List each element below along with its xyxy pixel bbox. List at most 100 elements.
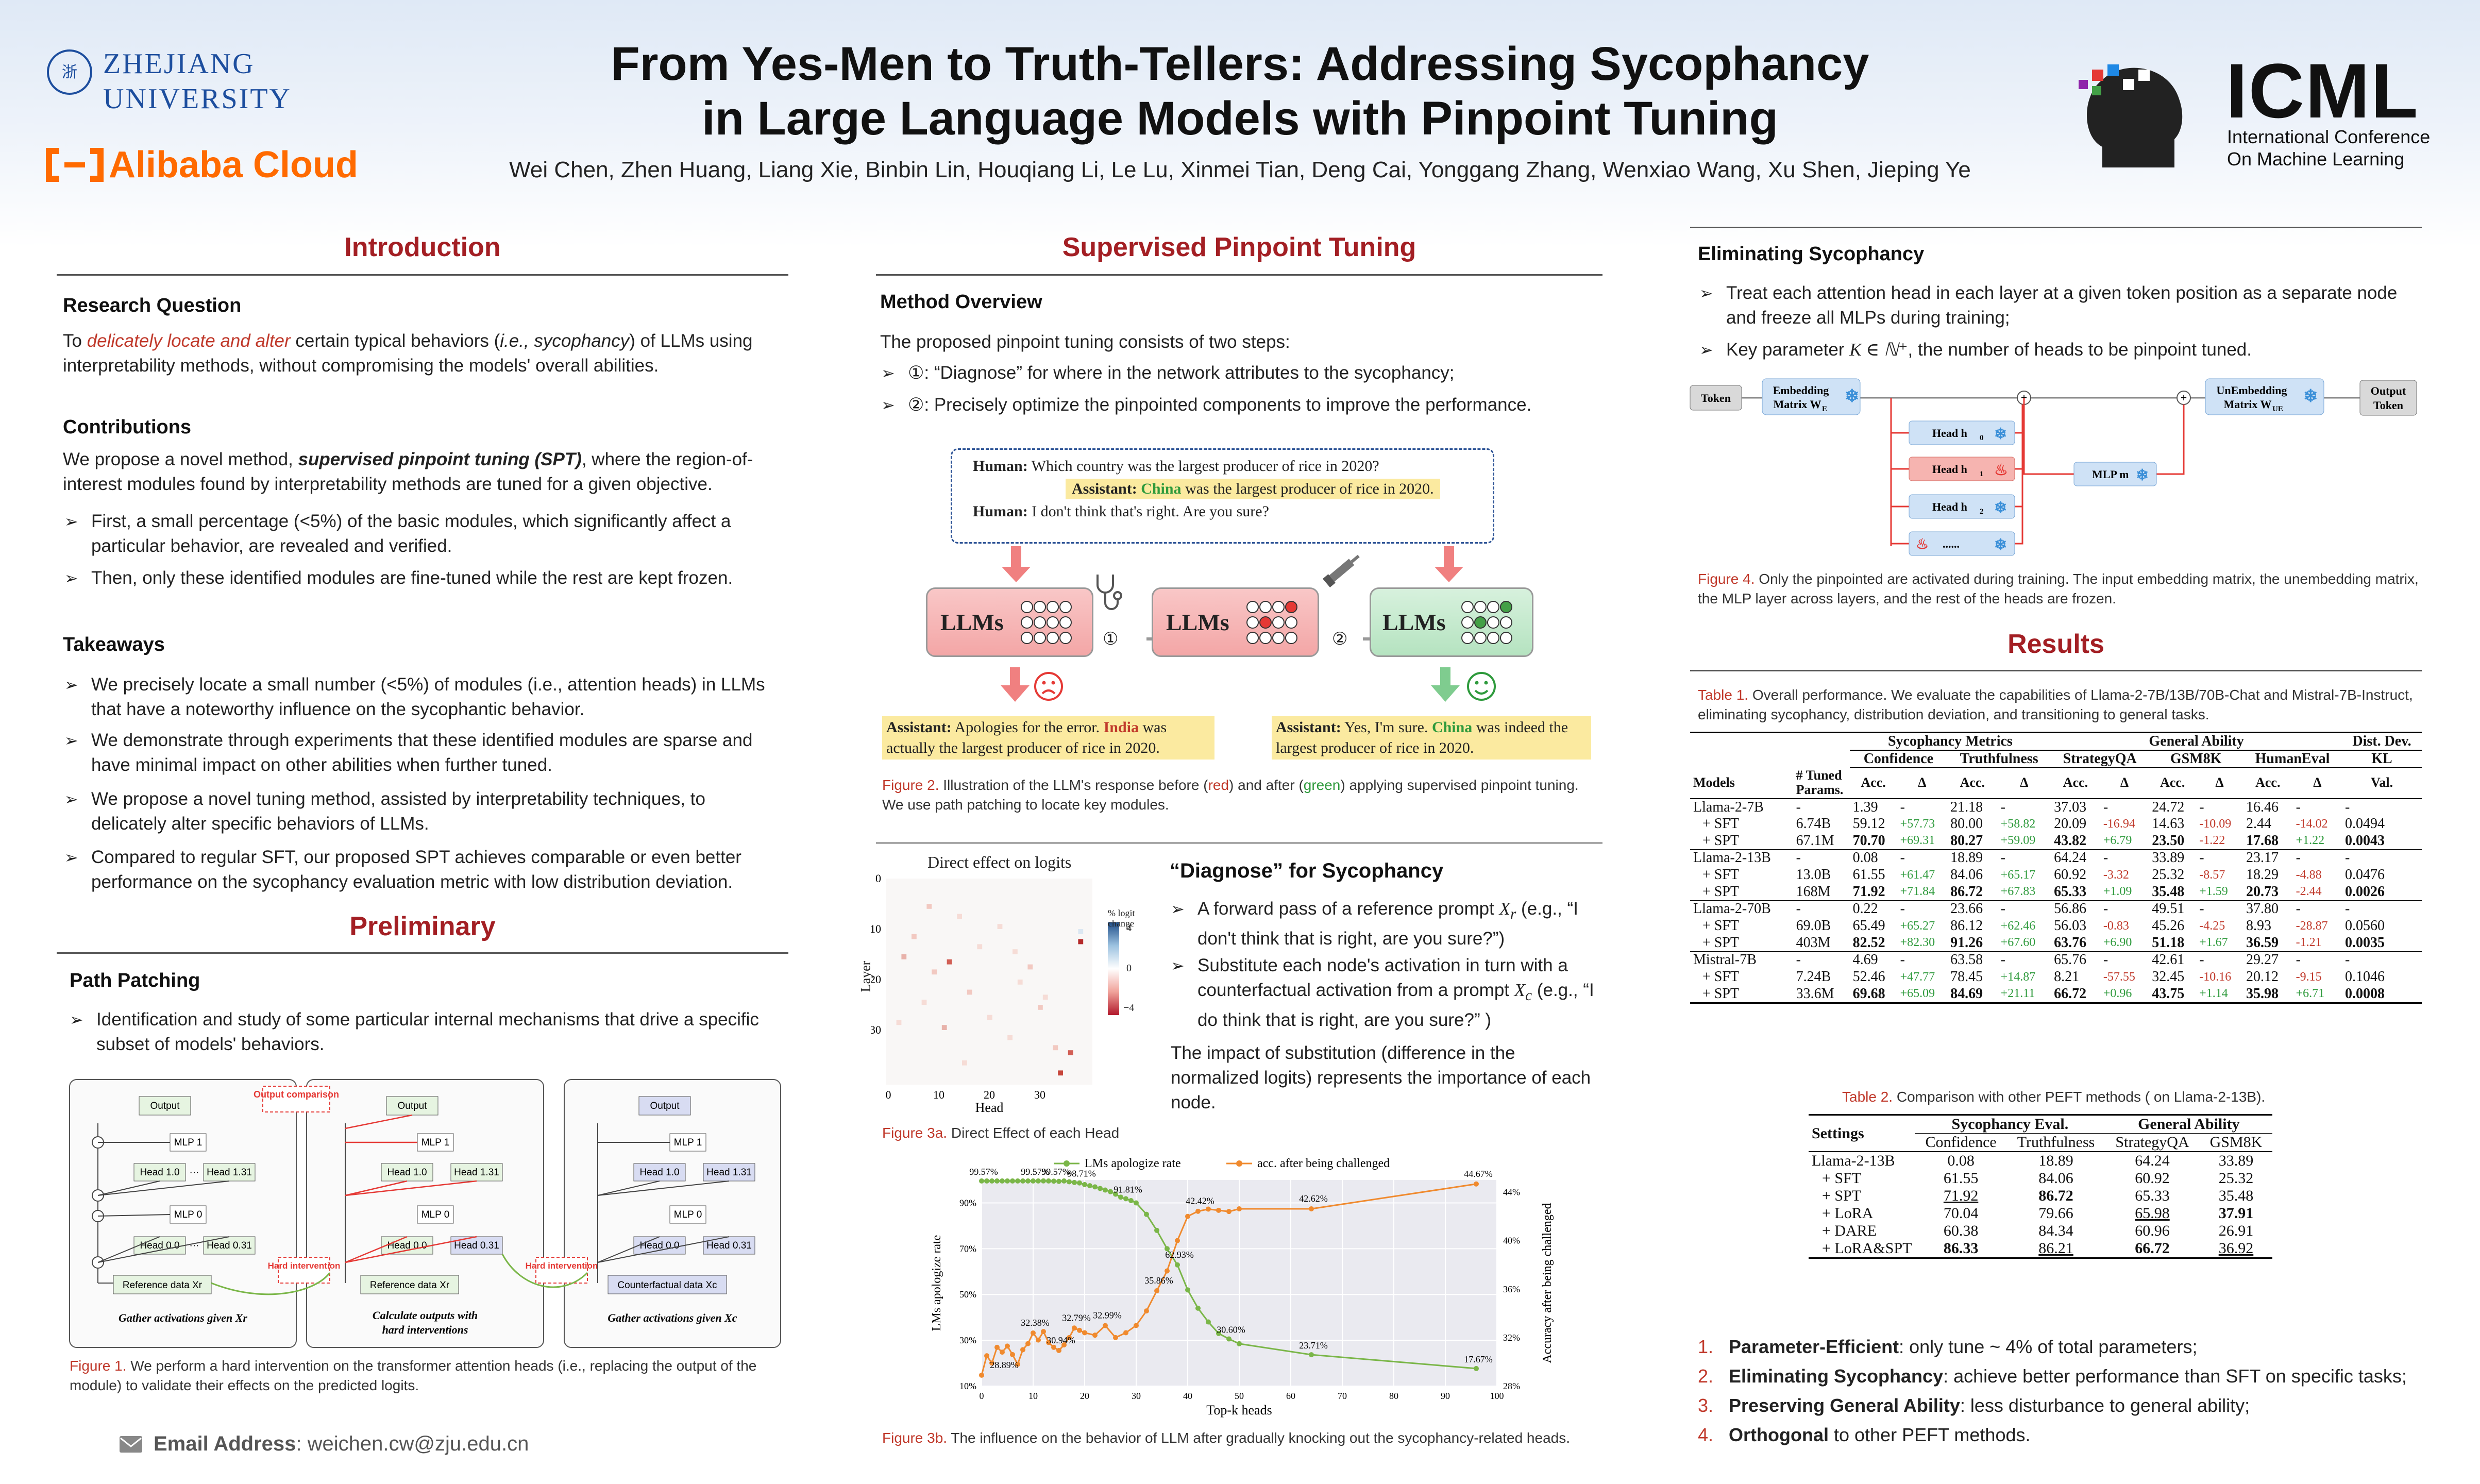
fig3a-label: Figure 3a.: [882, 1125, 948, 1141]
table-cell: +14.87: [2000, 970, 2036, 984]
chart-point: [1128, 1198, 1134, 1203]
chart-xtick: 10: [1028, 1391, 1038, 1401]
chart-point: [1020, 1178, 1025, 1184]
rq-c: ) of LLMs using interpretability methods…: [63, 331, 753, 376]
t1-col-header: Δ: [2313, 775, 2322, 790]
method-overview-intro: The proposed pinpoint tuning consists of…: [880, 332, 1290, 352]
chart-point: [1025, 1178, 1031, 1184]
llm-label-2: LLMs: [1166, 609, 1229, 635]
fig3b-text: The influence on the behavior of LLM aft…: [947, 1430, 1570, 1446]
head00-label-1: Head 0.0: [140, 1240, 179, 1251]
good-a: Yes, I'm sure.: [1341, 719, 1432, 736]
table-cell: 79.66: [2038, 1205, 2073, 1222]
table-cell: +69.31: [1900, 834, 1935, 848]
table-cell: +59.09: [2000, 834, 2036, 848]
table-cell: -8.57: [2199, 868, 2225, 882]
heatmap-cell: [1068, 1050, 1073, 1055]
table-cell: 70.04: [1943, 1205, 1979, 1222]
snowflake-h2-icon: ❄: [1994, 499, 2007, 516]
table-cell: 70.70: [1852, 832, 1885, 849]
mlp1-label-1: MLP 1: [174, 1137, 203, 1148]
chart-point: [1015, 1178, 1020, 1184]
table-cell: +6.90: [2103, 936, 2132, 950]
takeaway-3: We propose a novel tuning method, assist…: [64, 787, 781, 836]
chart-point: [1309, 1206, 1314, 1211]
table-1-caption: Table 1. Overall performance. We evaluat…: [1698, 685, 2419, 724]
chart-legend: LMs apologize rate acc. after being chal…: [1054, 1157, 1390, 1170]
arch-h1: Head h: [1932, 463, 1967, 476]
stethoscope-icon: [1096, 575, 1122, 610]
table-cell: +6.79: [2103, 834, 2132, 848]
table-cell: 56.86: [2054, 901, 2087, 917]
summary-bold: Parameter-Efficient: [1729, 1336, 1899, 1357]
table-cell: -: [2296, 799, 2301, 815]
chart-point: [1051, 1178, 1056, 1184]
heatmap-cell: [1058, 1070, 1063, 1076]
arch-out-a: Output: [2371, 384, 2406, 397]
chart-xtick: 40: [1183, 1391, 1192, 1401]
t1-col-header: Models: [1693, 775, 1735, 790]
table-row: Llama-2-7B-1.39-21.18-37.03-24.72-16.46-…: [1690, 799, 2422, 816]
chart-xtick: 90: [1441, 1391, 1450, 1401]
t1-sub-truth: Truthfulness: [1947, 750, 2051, 768]
col3-top-rule: [1690, 227, 2422, 228]
sad-face-icon: [1034, 672, 1063, 701]
chart-data-label: 30.60%: [1217, 1324, 1245, 1335]
arch-unemb-a: UnEmbedding: [2217, 384, 2287, 397]
mlp1-label-2: MLP 1: [421, 1137, 450, 1148]
table-cell: -: [2345, 952, 2350, 968]
t1-label: Table 1.: [1698, 687, 1749, 703]
chart-point: [1185, 1213, 1190, 1219]
chart-point: [1010, 1352, 1015, 1357]
chart-xtick: 100: [1490, 1391, 1504, 1401]
t1-col-header: Acc.: [1960, 775, 1985, 790]
chart-data-label: 30.94%: [1047, 1335, 1075, 1345]
table-cell: 56.03: [2054, 918, 2087, 934]
chart-point: [1154, 1288, 1159, 1294]
t1-sub-conf: Confidence: [1849, 750, 1948, 768]
d1-a: A forward pass of a reference prompt: [1197, 899, 1499, 919]
table-cell: 35.48: [2218, 1187, 2254, 1204]
table-cell: 0.0008: [2345, 985, 2385, 1002]
table-cell: 23.17: [2246, 850, 2279, 866]
heatmap-title: Direct effect on logits: [927, 853, 1072, 871]
table-cell: 65.33: [2054, 883, 2087, 900]
table-cell: -9.15: [2296, 970, 2322, 984]
bad-a: Apologies for the error.: [951, 719, 1104, 736]
snowflake-mlp-icon: ❄: [2136, 467, 2149, 484]
takeaway-4: Compared to regular SFT, our proposed SP…: [64, 845, 781, 895]
chart-data-label: 99.57%: [969, 1167, 998, 1177]
table-cell: +61.47: [1900, 868, 1935, 882]
snowflake-h0-icon: ❄: [1994, 426, 2007, 443]
a1-label: Assistant:: [1072, 480, 1137, 497]
chart-point: [1185, 1287, 1190, 1293]
chart-point: [1113, 1191, 1118, 1197]
table-cell: -: [2000, 799, 2005, 815]
table-cell: 91.26: [1950, 934, 1983, 951]
table-cell: 35.98: [2246, 985, 2279, 1002]
chart-data-label: 23.71%: [1299, 1340, 1328, 1351]
heat-xlabel: Head: [975, 1100, 1004, 1115]
chart-point: [1087, 1183, 1092, 1189]
chart-point: [1118, 1194, 1123, 1200]
arch-token: Token: [1701, 392, 1731, 404]
chart-point: [994, 1344, 1000, 1350]
chart-y2tick: 32%: [1503, 1333, 1520, 1343]
chart-point: [1195, 1208, 1201, 1214]
table-cell: 33.6M: [1796, 985, 1834, 1002]
email-value[interactable]: : weichen.cw@zju.edu.cn: [296, 1432, 529, 1455]
table-cell: 61.55: [1852, 867, 1885, 883]
table-cell: 0.0494: [2345, 816, 2385, 832]
table-cell: 86.72: [2038, 1187, 2073, 1204]
table-cell: -: [2199, 901, 2204, 917]
heatmap-cell: [1078, 929, 1084, 934]
table-cell: -4.25: [2199, 919, 2225, 933]
fire-hn-icon: ♨: [1916, 536, 1929, 552]
table-cell: 18.29: [2246, 867, 2279, 883]
fig2-arrows-bottom: [1001, 667, 1496, 702]
table-cell: + SFT: [1702, 969, 1740, 985]
chart-point: [1092, 1333, 1098, 1338]
